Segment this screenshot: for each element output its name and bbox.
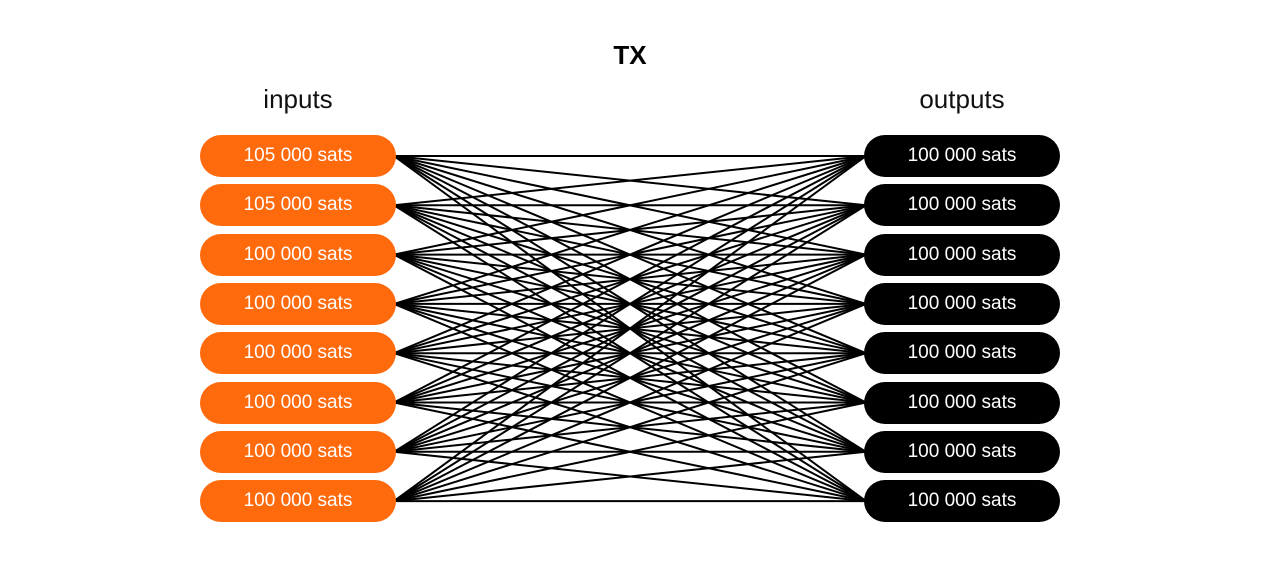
connection-line (393, 155, 867, 305)
connection-line (393, 155, 867, 502)
connection-line (393, 155, 867, 453)
connection-line (393, 155, 867, 256)
input-pill: 105 000 sats (200, 184, 396, 227)
connection-line (393, 155, 867, 207)
input-pill: 100 000 sats (200, 282, 396, 325)
diagram-title: TX (613, 40, 647, 70)
input-pill: 100 000 sats (200, 480, 396, 523)
output-pill: 100 000 sats (864, 233, 1060, 276)
output-pill: 100 000 sats (864, 332, 1060, 375)
input-pill: 105 000 sats (200, 135, 396, 177)
outputs-heading: outputs (919, 84, 1005, 114)
connection-line (393, 204, 867, 502)
connection-line (393, 253, 867, 502)
output-pill: 100 000 sats (864, 282, 1060, 325)
output-pill: 100 000 sats (864, 381, 1060, 424)
output-pill: 100 000 sats (864, 135, 1060, 177)
connection-line (393, 155, 867, 355)
connection-line (393, 352, 867, 503)
connection-line (393, 302, 867, 503)
input-pill: 100 000 sats (200, 430, 396, 473)
input-pill: 100 000 sats (200, 332, 396, 375)
input-pill: 100 000 sats (200, 381, 396, 424)
output-pill: 100 000 sats (864, 430, 1060, 473)
inputs-heading: inputs (263, 84, 333, 114)
output-pill: 100 000 sats (864, 184, 1060, 227)
connection-line (393, 155, 867, 404)
connection-line (393, 450, 867, 503)
input-pill: 100 000 sats (200, 233, 396, 276)
output-pill: 100 000 sats (864, 480, 1060, 523)
connection-line (393, 401, 867, 503)
